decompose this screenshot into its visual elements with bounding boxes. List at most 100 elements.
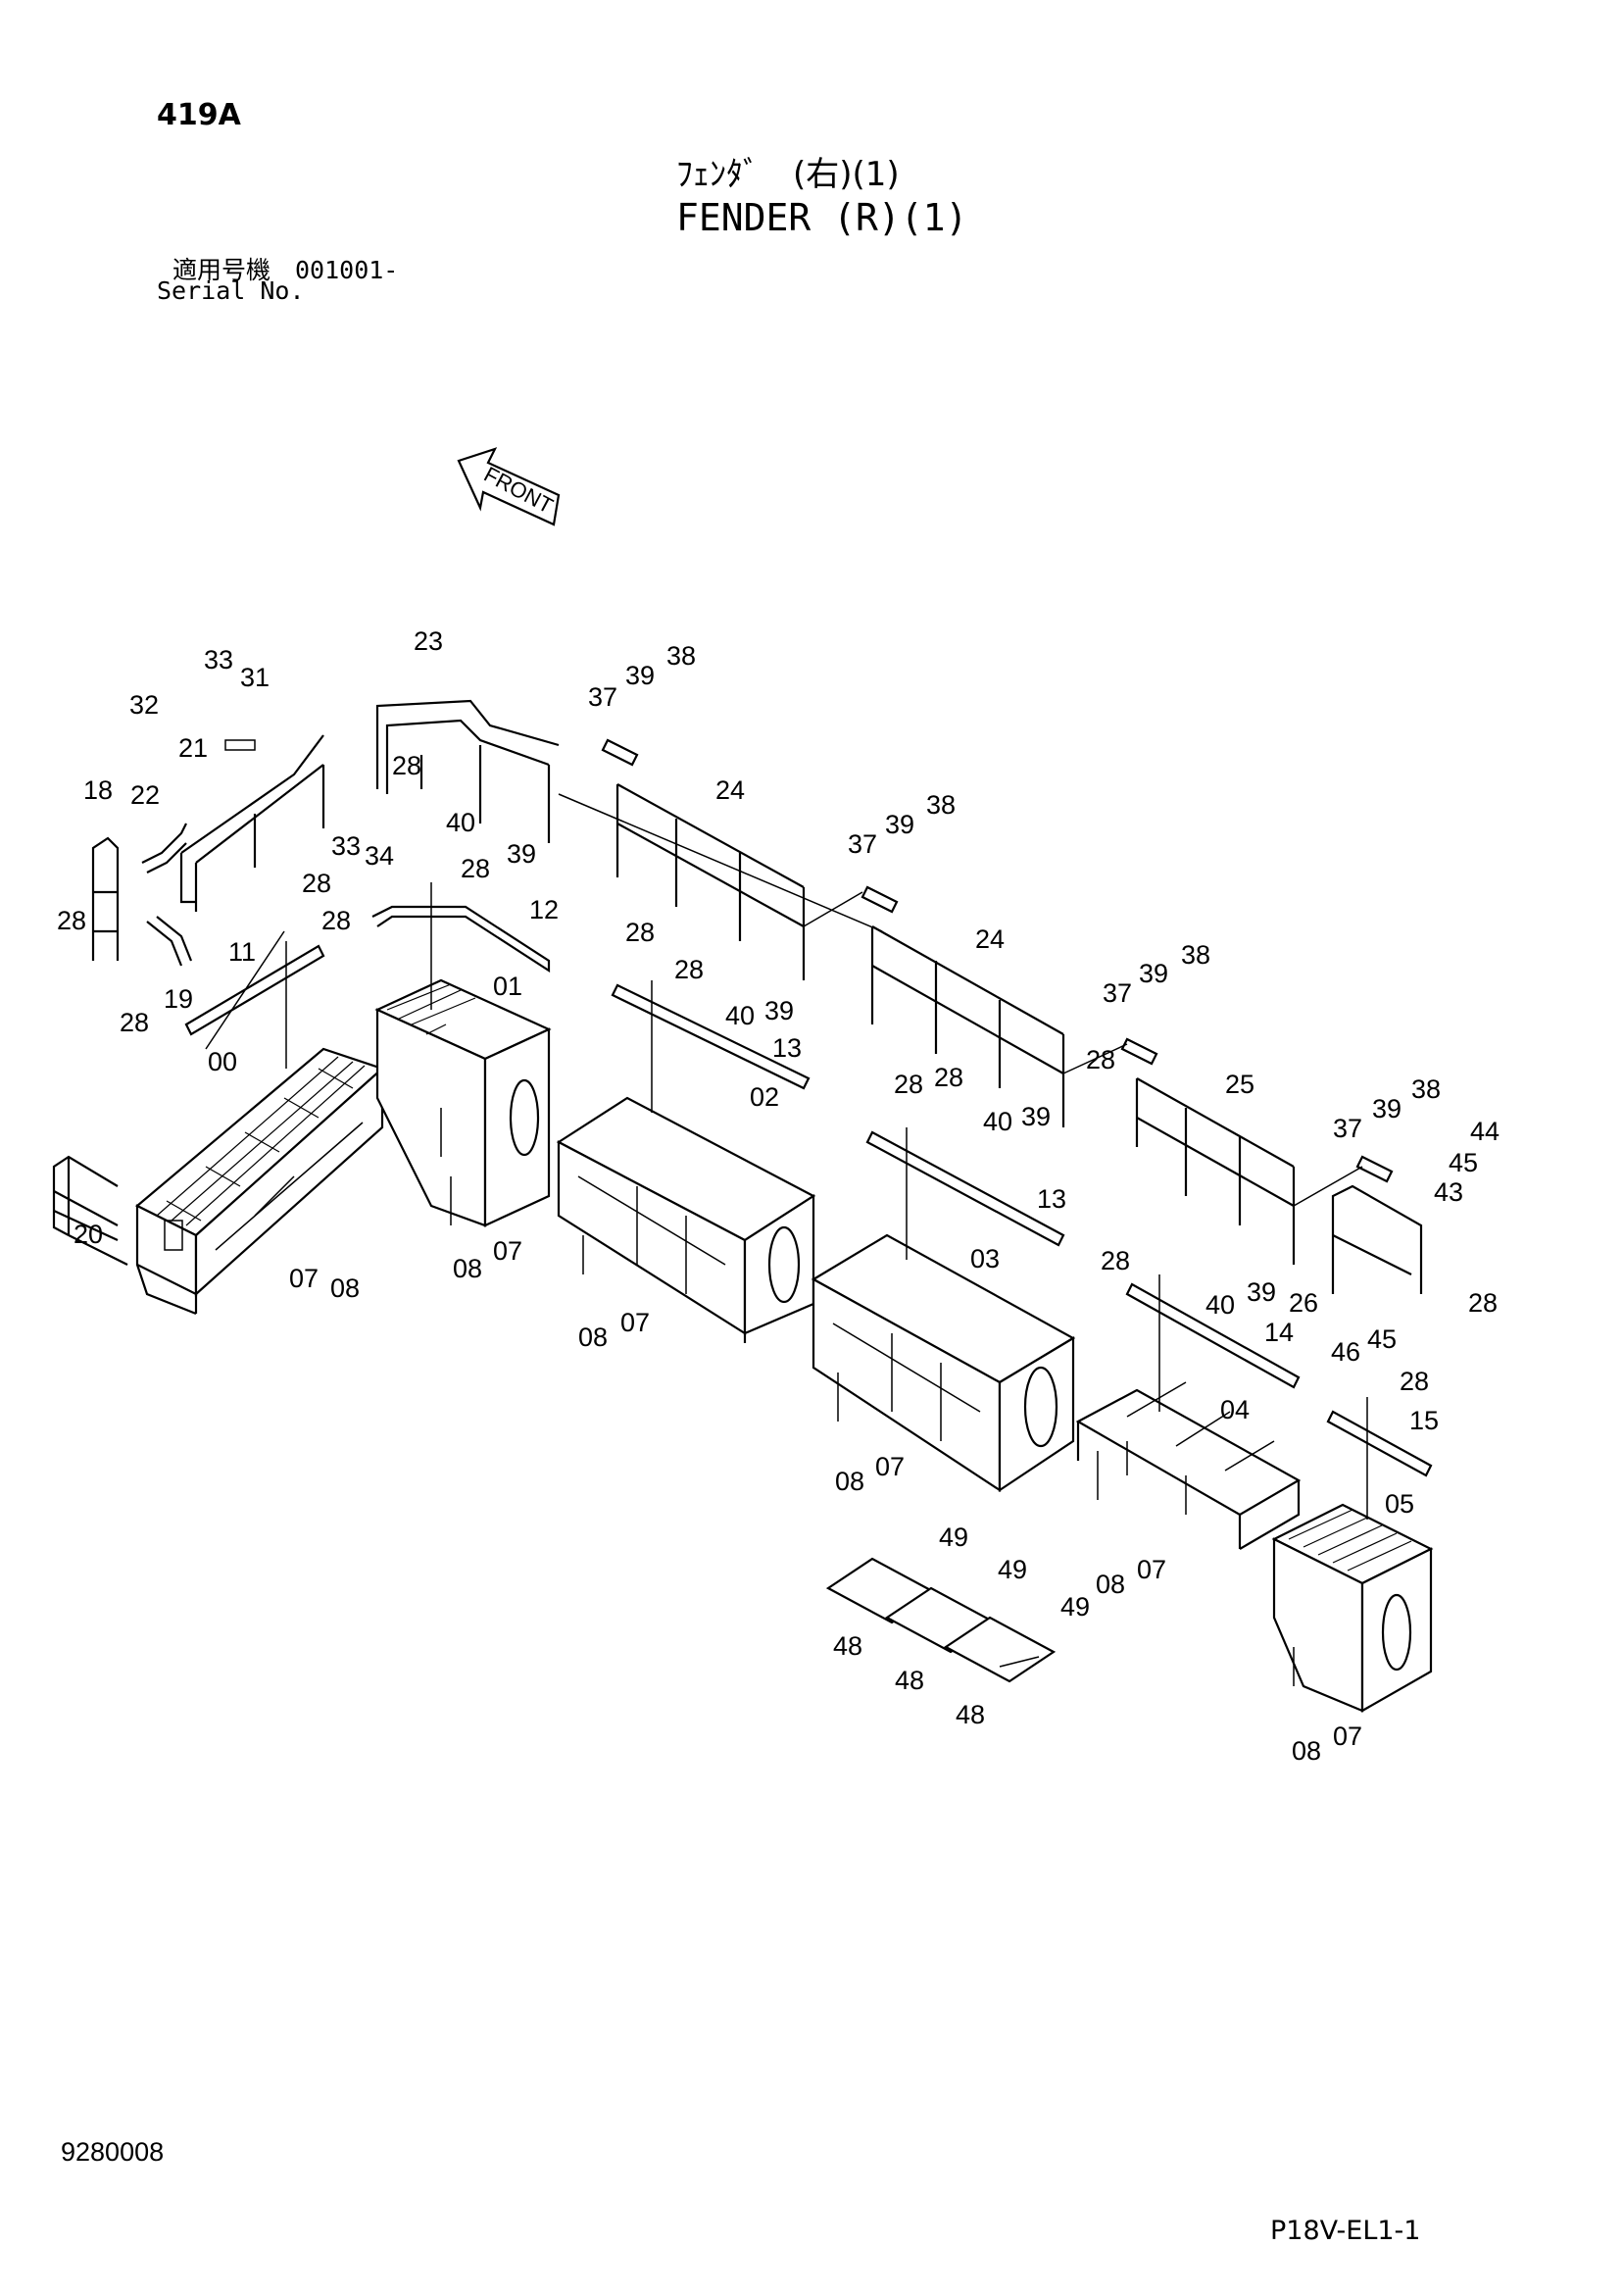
part-11-bracket [184,944,325,1036]
label-28: 28 [894,1070,923,1099]
page-code: 419A [157,98,241,132]
label-24: 24 [975,924,1005,954]
label-38: 38 [666,641,696,671]
serial-label-japanese: 適用号機 001001- [172,256,399,284]
label-39: 39 [1021,1102,1051,1131]
label-45: 45 [1449,1148,1478,1177]
label-28: 28 [302,869,331,898]
label-22: 22 [130,780,160,810]
label-07: 07 [620,1308,650,1337]
label-07: 07 [1333,1722,1362,1751]
label-04: 04 [1220,1395,1250,1424]
label-28: 28 [1400,1367,1429,1396]
part-05-fender-box [1271,1503,1434,1713]
label-43: 43 [1434,1177,1463,1207]
label-39: 39 [1247,1277,1276,1307]
label-08: 08 [1096,1570,1125,1599]
label-07: 07 [1137,1555,1166,1584]
document-number: 9280008 [61,2137,165,2167]
part-26-handrail [1331,1184,1423,1294]
part-13a-bracket [611,983,811,1090]
label-13: 13 [772,1033,802,1063]
label-08: 08 [453,1254,482,1283]
label-48: 48 [956,1700,985,1729]
label-49: 49 [998,1555,1027,1584]
part-20-ladder [52,1155,128,1266]
label-07: 07 [289,1264,319,1293]
part-24a-railing [615,783,806,980]
label-24: 24 [715,775,745,805]
label-40: 40 [1205,1290,1235,1320]
sheet-code: P18V-EL1-1 [1270,2216,1421,2246]
label-38: 38 [1181,940,1210,970]
label-34: 34 [365,841,394,871]
label-02: 02 [750,1082,779,1112]
label-25: 25 [1225,1070,1254,1099]
label-39: 39 [1139,959,1168,988]
label-26: 26 [1289,1288,1318,1318]
label-23: 23 [414,626,443,656]
label-08: 08 [578,1323,608,1352]
label-08: 08 [1292,1736,1321,1766]
title-english: FENDER (R)(1) [676,196,968,239]
label-37: 37 [588,682,617,712]
label-20: 20 [74,1220,103,1249]
label-31: 31 [240,663,270,692]
label-18: 18 [83,775,113,805]
label-28: 28 [57,906,86,935]
part-37-plates [601,738,1394,1183]
label-28: 28 [120,1008,149,1037]
part-14-bracket [1125,1282,1301,1389]
label-38: 38 [926,790,956,820]
label-07: 07 [875,1452,905,1481]
label-28: 28 [625,918,655,947]
label-15: 15 [1409,1406,1439,1435]
part-12-bracket [371,905,551,973]
part-03-fender-box [811,1233,1076,1493]
label-40: 40 [725,1001,755,1030]
part-01-fender-box [374,978,552,1227]
label-28: 28 [392,751,421,780]
label-28: 28 [461,854,490,883]
serial-label-english: Serial No. [157,276,305,305]
label-38: 38 [1411,1074,1441,1104]
part-48-gratings [825,1557,1057,1683]
label-28: 28 [1101,1246,1130,1275]
label-46: 46 [1331,1337,1360,1367]
label-33: 33 [204,645,233,674]
title-japanese: ﾌｪﾝﾀﾞ (右)(1) [676,155,900,194]
label-37: 37 [1103,978,1132,1008]
label-49: 49 [939,1522,968,1552]
label-40: 40 [983,1107,1012,1136]
label-48: 48 [895,1666,924,1695]
label-07: 07 [493,1236,522,1266]
part-21-railing [179,734,325,912]
part-18-handrail [91,836,120,961]
label-40: 40 [446,808,475,837]
label-08: 08 [835,1467,864,1496]
label-39: 39 [507,839,536,869]
label-28: 28 [934,1063,963,1092]
label-12: 12 [529,895,559,924]
label-28: 28 [674,955,704,984]
label-28: 28 [1086,1045,1115,1074]
part-24b-railing [870,925,1065,1127]
label-05: 05 [1385,1489,1414,1519]
part-22-bracket [141,823,187,873]
label-28: 28 [321,906,351,935]
part-02-fender-box [556,1096,816,1343]
label-49: 49 [1060,1592,1090,1622]
label-00: 00 [208,1047,237,1076]
part-labels: 23 33 31 32 21 18 22 33 34 28 28 28 28 2… [57,626,1500,1766]
label-39: 39 [764,996,794,1025]
label-33: 33 [331,831,361,861]
part-00-fender-box [135,1047,385,1316]
label-19: 19 [164,984,193,1014]
label-39: 39 [1372,1094,1402,1123]
part-23-railing [375,699,560,843]
label-08: 08 [330,1273,360,1303]
label-28: 28 [1468,1288,1498,1318]
label-44: 44 [1470,1117,1500,1146]
leader-lines [205,793,1368,1686]
label-48: 48 [833,1631,862,1661]
